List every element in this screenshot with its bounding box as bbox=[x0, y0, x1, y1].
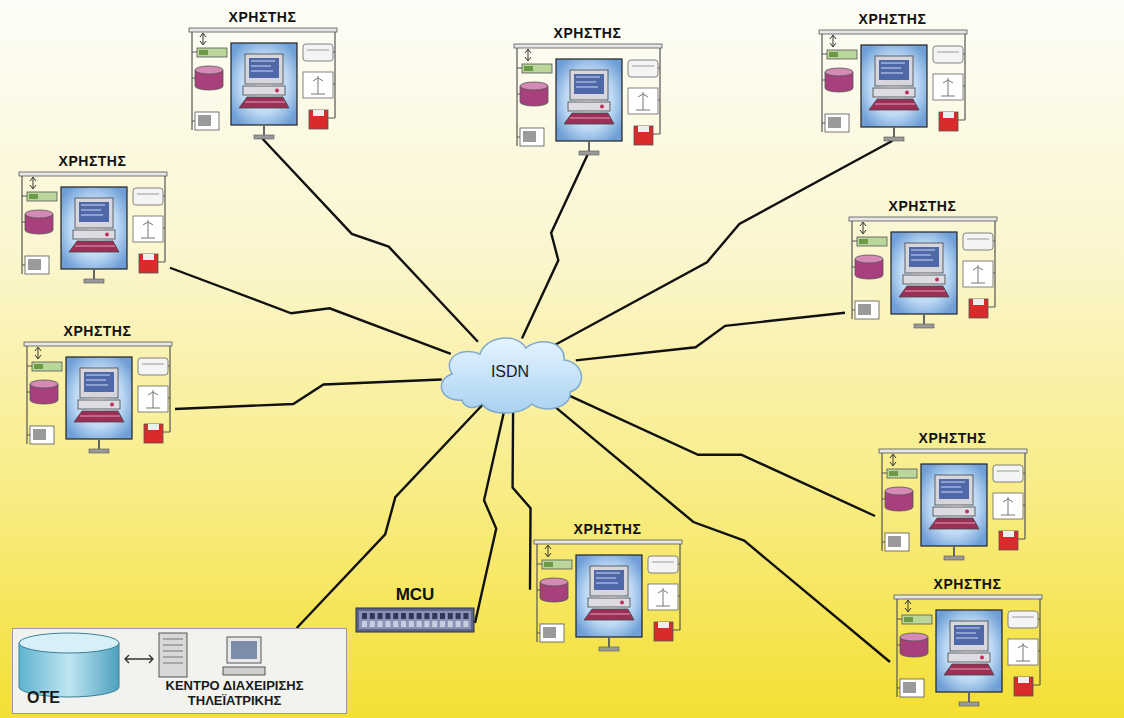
user-label: ΧΡΗΣΤΗΣ bbox=[530, 520, 685, 538]
network-label: ISDN bbox=[491, 363, 529, 381]
lightning-link bbox=[513, 406, 531, 590]
center-illustration bbox=[13, 629, 346, 713]
workstation-figure bbox=[15, 170, 170, 285]
user-workstation: ΧΡΗΣΤΗΣ bbox=[185, 8, 340, 141]
workstation-icon bbox=[815, 28, 970, 143]
user-label: ΧΡΗΣΤΗΣ bbox=[845, 197, 1000, 215]
user-label: ΧΡΗΣΤΗΣ bbox=[510, 24, 665, 42]
center-label: ΚΕΝΤΡΟ ΔΙΑΧΕΙΡΙΣΗΣ ΤΗΛΕΪΑΤΡΙΚΗΣ bbox=[131, 678, 338, 708]
user-workstation: ΧΡΗΣΤΗΣ bbox=[815, 10, 970, 143]
lightning-link bbox=[263, 139, 478, 342]
user-workstation: ΧΡΗΣΤΗΣ bbox=[530, 520, 685, 653]
user-workstation: ΧΡΗΣΤΗΣ bbox=[875, 429, 1030, 562]
lightning-link bbox=[170, 268, 451, 354]
lightning-link bbox=[475, 406, 505, 623]
lightning-link bbox=[297, 404, 484, 628]
user-workstation: ΧΡΗΣΤΗΣ bbox=[510, 24, 665, 157]
user-label: ΧΡΗΣΤΗΣ bbox=[875, 429, 1030, 447]
workstation-icon bbox=[510, 42, 665, 157]
workstation-icon bbox=[890, 593, 1045, 708]
user-label: ΧΡΗΣΤΗΣ bbox=[20, 322, 175, 340]
workstation-icon bbox=[530, 538, 685, 653]
mcu-icon bbox=[355, 605, 475, 635]
lightning-link bbox=[522, 155, 588, 339]
lightning-link bbox=[576, 313, 845, 361]
company-label: ΟΤΕ bbox=[27, 689, 60, 707]
user-label: ΧΡΗΣΤΗΣ bbox=[815, 10, 970, 28]
device-label: MCU bbox=[355, 585, 475, 605]
workstation-figure bbox=[845, 215, 1000, 330]
management-center: ΟΤΕ ΚΕΝΤΡΟ ΔΙΑΧΕΙΡΙΣΗΣ ΤΗΛΕΪΑΤΡΙΚΗΣ bbox=[12, 628, 347, 714]
workstation-figure bbox=[20, 340, 175, 455]
user-workstation: ΧΡΗΣΤΗΣ bbox=[15, 152, 170, 285]
lightning-link bbox=[175, 380, 442, 409]
user-workstation: ΧΡΗΣΤΗΣ bbox=[845, 197, 1000, 330]
user-workstation: ΧΡΗΣΤΗΣ bbox=[890, 575, 1045, 708]
workstation-figure bbox=[875, 447, 1030, 562]
workstation-figure bbox=[530, 538, 685, 653]
workstation-figure bbox=[185, 26, 340, 141]
user-label: ΧΡΗΣΤΗΣ bbox=[15, 152, 170, 170]
workstation-icon bbox=[15, 170, 170, 285]
workstation-figure bbox=[815, 28, 970, 143]
workstation-figure bbox=[890, 593, 1045, 708]
user-workstation: ΧΡΗΣΤΗΣ bbox=[20, 322, 175, 455]
workstation-icon bbox=[20, 340, 175, 455]
user-label: ΧΡΗΣΤΗΣ bbox=[185, 8, 340, 26]
workstation-icon bbox=[875, 447, 1030, 562]
workstation-icon bbox=[185, 26, 340, 141]
user-label: ΧΡΗΣΤΗΣ bbox=[890, 575, 1045, 593]
mcu-figure bbox=[355, 605, 475, 635]
network-cloud: ISDN bbox=[432, 328, 588, 416]
mcu-device: MCU bbox=[355, 585, 475, 635]
workstation-icon bbox=[845, 215, 1000, 330]
lightning-link bbox=[554, 141, 893, 346]
workstation-figure bbox=[510, 42, 665, 157]
